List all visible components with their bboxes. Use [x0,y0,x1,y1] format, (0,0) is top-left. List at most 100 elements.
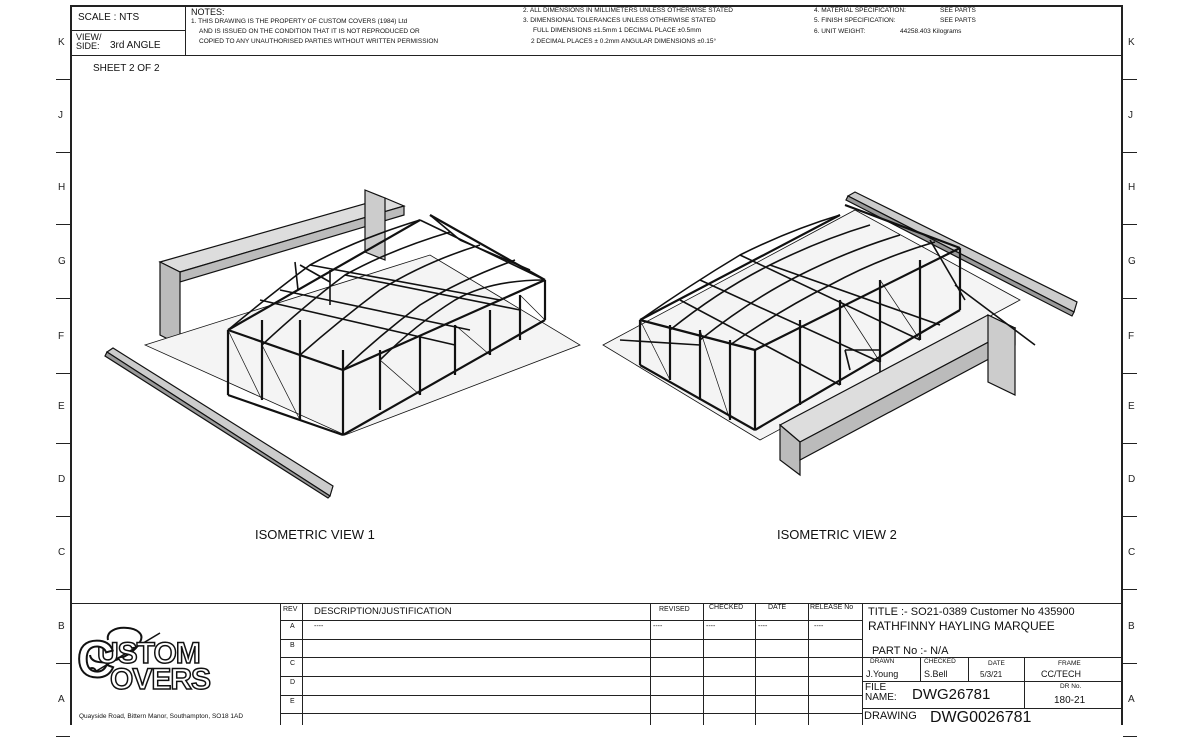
zone-marker-right: B [1128,621,1135,632]
zone-marker-left: D [58,474,66,485]
zone-tick-right [1123,298,1137,299]
view-side-label: VIEW/ SIDE: [76,32,102,51]
company-logo-graphic [87,626,161,677]
header-divider [70,55,1123,56]
drawing-value: DWG0026781 [930,709,1032,726]
zone-tick-right [1123,79,1137,80]
zone-marker-left: F [58,331,65,342]
zone-marker-right: H [1128,182,1136,193]
zone-tick-right [1123,589,1137,590]
revision-cell-date: ---- [758,623,768,630]
revision-cell-release: ---- [814,623,824,630]
zone-marker-left: H [58,182,66,193]
revision-cell-rev: E [290,698,295,705]
part-number: PART No :- N/A [872,645,949,657]
date-label: DATE [988,660,1005,667]
zone-marker-left: J [58,110,63,121]
zone-tick-right [1123,373,1137,374]
revised-header: REVISED [659,606,690,613]
note-3: 3. DIMENSIONAL TOLERANCES UNLESS OTHERWI… [523,17,716,24]
revision-cell-rev: B [290,642,295,649]
checked-header: CHECKED [709,604,744,611]
spec-finish-value: SEE PARTS [940,17,976,24]
logo-text-line1: USTOM [96,637,201,670]
note-3b: FULL DIMENSIONS ±1.5mm 1 DECIMAL PLACE ±… [533,27,702,34]
zone-tick-left [56,152,70,153]
drawing-border [70,5,1123,725]
logo-big-c: C [76,631,116,689]
date-value: 5/3/21 [980,670,1003,679]
frame-label: FRAME [1058,660,1081,667]
zone-tick-right [1123,443,1137,444]
title-line1: TITLE :- SO21-0389 Customer No 435900 [868,606,1075,618]
zone-marker-left: G [58,256,66,267]
zone-marker-right: A [1128,694,1135,705]
zone-marker-right: F [1128,331,1135,342]
isometric-view-2 [602,191,1078,477]
checked-value: S.Bell [924,669,948,679]
note-2: 2. ALL DIMENSIONS IN MILLIMETERS UNLESS … [523,7,733,14]
zone-marker-left: B [58,621,65,632]
zone-marker-left: A [58,694,65,705]
zone-tick-left [56,298,70,299]
spec-finish-label: 5. FINISH SPECIFICATION: [814,17,896,24]
zone-tick-left [56,589,70,590]
spec-material-label: 4. MATERIAL SPECIFICATION: [814,7,906,14]
spec-weight-label: 6. UNIT WEIGHT: [814,28,866,35]
zone-marker-right: G [1128,256,1136,267]
zone-marker-left: K [58,37,65,48]
revision-cell-revised: ---- [653,623,663,630]
zone-tick-left [56,663,70,664]
date-header: DATE [768,604,787,611]
file-name-label: FILE NAME: [865,682,897,703]
note-1c: COPIED TO ANY UNAUTHORISED PARTIES WITHO… [199,38,439,45]
company-address: Quayside Road, Bittern Manor, Southampto… [79,713,244,720]
zone-marker-right: J [1128,110,1133,121]
zone-tick-right [1123,516,1137,517]
spec-material-value: SEE PARTS [940,7,976,14]
revision-cell-rev: A [290,623,295,630]
note-3c: 2 DECIMAL PLACES ± 0.2mm ANGULAR DIMENSI… [531,38,717,45]
zone-tick-left [56,79,70,80]
zone-marker-right: E [1128,401,1135,412]
drawing-label: DRAWING [864,710,917,722]
zone-marker-left: C [58,547,66,558]
zone-tick-left [56,224,70,225]
revision-cell-checked: ---- [706,623,716,630]
dr-no-label: DR No. [1060,683,1082,690]
view1-label: ISOMETRIC VIEW 1 [255,527,375,542]
frame-value: CC/TECH [1041,669,1081,679]
drawn-value: J.Young [866,669,899,679]
revision-cell-rev: D [290,679,296,686]
zone-marker-right: C [1128,547,1136,558]
sheet-label: SHEET 2 OF 2 [93,63,160,74]
title-block-divider [70,603,1123,604]
zone-tick-left [56,443,70,444]
zone-marker-right: D [1128,474,1136,485]
revision-cell-rev: C [290,660,296,667]
zone-marker-left: E [58,401,65,412]
zone-tick-right [1123,663,1137,664]
dr-no-value: 180-21 [1054,695,1086,706]
zone-tick-left [56,516,70,517]
revision-cell-desc: ---- [314,623,324,630]
zone-marker-right: K [1128,37,1135,48]
logo-text-line2: OVERS [109,663,212,696]
spec-weight-value: 44258.403 Kilograms [900,28,962,35]
release-header: RELEASE No [810,604,854,611]
desc-header: DESCRIPTION/JUSTIFICATION [314,606,452,617]
checked-label: CHECKED [924,658,956,665]
notes-title: NOTES: [191,7,225,17]
zone-tick-right [1123,224,1137,225]
note-1b: AND IS ISSUED ON THE CONDITION THAT IT I… [199,28,420,35]
view2-label: ISOMETRIC VIEW 2 [777,527,897,542]
isometric-view-1 [104,189,581,499]
drawn-label: DRAWN [870,658,895,665]
zone-tick-right [1123,152,1137,153]
title-line2: RATHFINNY HAYLING MARQUEE [868,619,1055,633]
view-side-value: 3rd ANGLE [110,40,161,51]
rev-header: REV [283,606,298,613]
file-name-value: DWG26781 [912,686,991,703]
note-1: 1. THIS DRAWING IS THE PROPERTY OF CUSTO… [191,18,408,25]
